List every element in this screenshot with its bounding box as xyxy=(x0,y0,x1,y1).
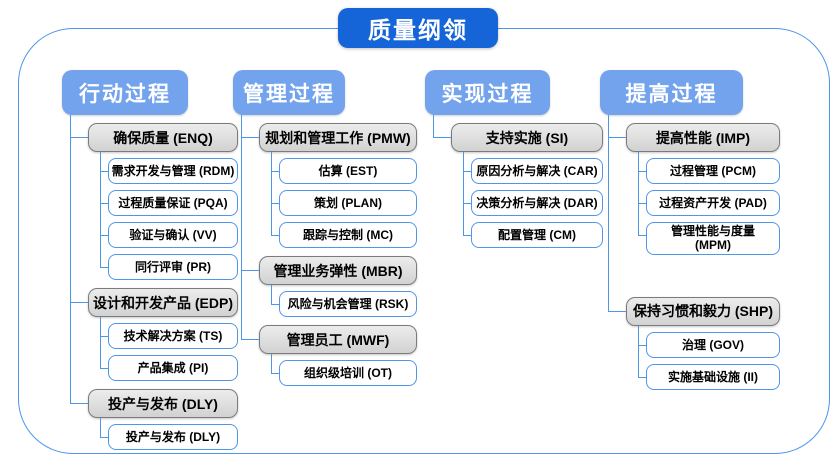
process-box-gov: 治理 (GOV) xyxy=(646,331,780,358)
child-node: 原因分析与解决 (CAR) xyxy=(463,152,603,184)
process-box-plan: 策划 (PLAN) xyxy=(279,190,417,216)
child-node: 需求开发与管理 (RDM) xyxy=(100,152,238,184)
child-node: 估算 (EST) xyxy=(271,152,417,184)
group-list: 支持实施 (SI) 原因分析与解决 (CAR) 决策分析与解决 (DAR) 配置… xyxy=(433,115,603,248)
child-node: 管理性能与度量 (MPM) xyxy=(638,216,780,255)
process-box-ii: 实施基础设施 (II) xyxy=(646,363,780,390)
process-box-dar: 决策分析与解决 (DAR) xyxy=(471,190,603,216)
child-node: 治理 (GOV) xyxy=(638,325,780,358)
child-list: 组织级培训 (OT) xyxy=(271,354,417,386)
child-node: 投产与发布 (DLY) xyxy=(100,418,238,450)
process-box-vv: 验证与确认 (VV) xyxy=(108,222,238,248)
group-node: 投产与发布 (DLY) 投产与发布 (DLY) xyxy=(70,381,238,450)
child-node: 决策分析与解决 (DAR) xyxy=(463,184,603,216)
group-list: 确保质量 (ENQ) 需求开发与管理 (RDM) 过程质量保证 (PQA) 验证… xyxy=(70,115,238,450)
group-box-pmw: 规划和管理工作 (PMW) xyxy=(259,123,417,152)
child-list: 治理 (GOV) 实施基础设施 (II) xyxy=(638,325,780,390)
group-list: 提高性能 (IMP) 过程管理 (PCM) 过程资产开发 (PAD) 管理性能与… xyxy=(608,115,780,390)
child-node: 过程资产开发 (PAD) xyxy=(638,184,780,216)
child-list: 投产与发布 (DLY) xyxy=(100,418,238,450)
group-box-shp: 保持习惯和毅力 (SHP) xyxy=(626,296,780,326)
group-box-imp: 提高性能 (IMP) xyxy=(626,123,780,152)
group-node: 规划和管理工作 (PMW) 估算 (EST) 策划 (PLAN) 跟踪与控制 (… xyxy=(241,115,417,248)
group-box-mbr: 管理业务弹性 (MBR) xyxy=(259,256,417,285)
column-improvement-process: 提高过程 提高性能 (IMP) 过程管理 (PCM) 过程资产开发 (PAD) … xyxy=(600,70,780,390)
child-node: 过程质量保证 (PQA) xyxy=(100,184,238,216)
group-box-si: 支持实施 (SI) xyxy=(451,123,603,152)
column-header-action-process: 行动过程 xyxy=(62,70,188,115)
child-node: 验证与确认 (VV) xyxy=(100,216,238,248)
column-action-process: 行动过程 确保质量 (ENQ) 需求开发与管理 (RDM) 过程质量保证 (PQ… xyxy=(62,70,238,450)
child-list: 风险与机会管理 (RSK) xyxy=(271,285,417,317)
group-box-dly: 投产与发布 (DLY) xyxy=(88,389,238,418)
child-node: 配置管理 (CM) xyxy=(463,216,603,248)
column-header-management-process: 管理过程 xyxy=(233,70,345,115)
process-box-pad: 过程资产开发 (PAD) xyxy=(646,190,780,216)
group-node: 管理员工 (MWF) 组织级培训 (OT) xyxy=(241,317,417,386)
group-node: 确保质量 (ENQ) 需求开发与管理 (RDM) 过程质量保证 (PQA) 验证… xyxy=(70,115,238,280)
process-box-est: 估算 (EST) xyxy=(279,158,417,184)
child-node: 跟踪与控制 (MC) xyxy=(271,216,417,248)
group-box-edp: 设计和开发产品 (EDP) xyxy=(88,288,238,317)
child-node: 实施基础设施 (II) xyxy=(638,357,780,390)
group-node: 提高性能 (IMP) 过程管理 (PCM) 过程资产开发 (PAD) 管理性能与… xyxy=(608,115,780,255)
group-node: 保持习惯和毅力 (SHP) 治理 (GOV) 实施基础设施 (II) xyxy=(608,254,780,390)
group-node: 设计和开发产品 (EDP) 技术解决方案 (TS) 产品集成 (PI) xyxy=(70,280,238,381)
process-box-ts: 技术解决方案 (TS) xyxy=(108,323,238,349)
group-box-enq: 确保质量 (ENQ) xyxy=(88,123,238,152)
column-header-implementation-process: 实现过程 xyxy=(425,70,550,115)
process-box-car: 原因分析与解决 (CAR) xyxy=(471,158,603,184)
diagram-title: 质量纲领 xyxy=(338,8,498,48)
column-management-process: 管理过程 规划和管理工作 (PMW) 估算 (EST) 策划 (PLAN) 跟踪… xyxy=(233,70,417,386)
group-node: 支持实施 (SI) 原因分析与解决 (CAR) 决策分析与解决 (DAR) 配置… xyxy=(433,115,603,248)
column-implementation-process: 实现过程 支持实施 (SI) 原因分析与解决 (CAR) 决策分析与解决 (DA… xyxy=(425,70,603,248)
child-list: 过程管理 (PCM) 过程资产开发 (PAD) 管理性能与度量 (MPM) xyxy=(638,152,780,255)
process-box-cm: 配置管理 (CM) xyxy=(471,222,603,248)
child-node: 过程管理 (PCM) xyxy=(638,152,780,184)
group-box-mwf: 管理员工 (MWF) xyxy=(259,325,417,354)
child-list: 技术解决方案 (TS) 产品集成 (PI) xyxy=(100,317,238,381)
process-box-pcm: 过程管理 (PCM) xyxy=(646,158,780,184)
child-list: 原因分析与解决 (CAR) 决策分析与解决 (DAR) 配置管理 (CM) xyxy=(463,152,603,248)
process-box-mpm: 管理性能与度量 (MPM) xyxy=(646,222,780,255)
group-list: 规划和管理工作 (PMW) 估算 (EST) 策划 (PLAN) 跟踪与控制 (… xyxy=(241,115,417,386)
column-header-improvement-process: 提高过程 xyxy=(600,70,743,115)
process-box-pqa: 过程质量保证 (PQA) xyxy=(108,190,238,216)
child-list: 需求开发与管理 (RDM) 过程质量保证 (PQA) 验证与确认 (VV) 同行… xyxy=(100,152,238,280)
group-node: 管理业务弹性 (MBR) 风险与机会管理 (RSK) xyxy=(241,248,417,317)
child-node: 策划 (PLAN) xyxy=(271,184,417,216)
child-node: 组织级培训 (OT) xyxy=(271,354,417,386)
process-box-rdm: 需求开发与管理 (RDM) xyxy=(108,158,238,184)
child-node: 风险与机会管理 (RSK) xyxy=(271,285,417,317)
child-node: 产品集成 (PI) xyxy=(100,349,238,381)
process-box-pi: 产品集成 (PI) xyxy=(108,355,238,381)
process-box-rsk: 风险与机会管理 (RSK) xyxy=(279,291,417,317)
process-box-ot: 组织级培训 (OT) xyxy=(279,360,417,386)
child-list: 估算 (EST) 策划 (PLAN) 跟踪与控制 (MC) xyxy=(271,152,417,248)
child-node: 同行评审 (PR) xyxy=(100,248,238,280)
child-node: 技术解决方案 (TS) xyxy=(100,317,238,349)
process-box-pr: 同行评审 (PR) xyxy=(108,254,238,280)
process-box-mc: 跟踪与控制 (MC) xyxy=(279,222,417,248)
process-box-dly: 投产与发布 (DLY) xyxy=(108,424,238,450)
